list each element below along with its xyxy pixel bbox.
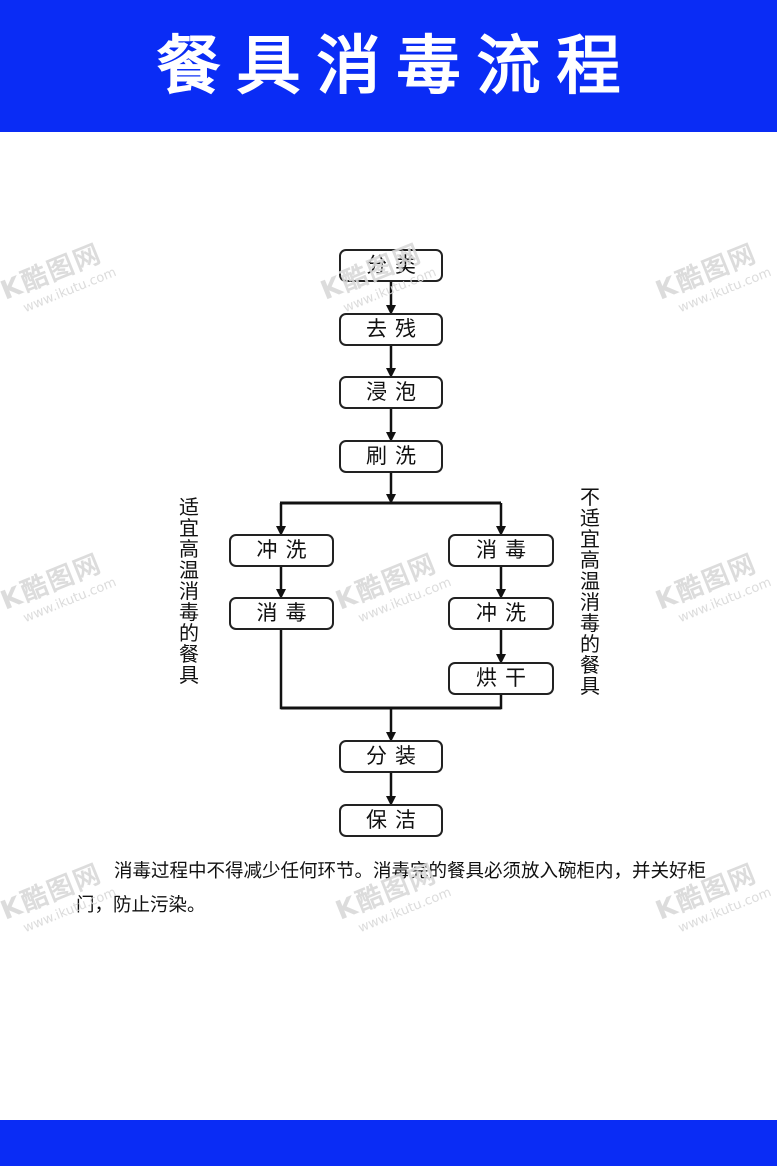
left-step-disinfect: 消毒 [229,597,334,630]
right-step-disinfect: 消毒 [448,534,554,567]
step-scrub: 刷洗 [339,440,443,473]
right-step-rinse: 冲洗 [448,597,554,630]
step-package: 分装 [339,740,443,773]
step-sort: 分类 [339,249,443,282]
footer-bar [0,1120,777,1166]
header-bar [0,0,777,132]
right-branch-label: 不适宜高温消毒的餐具 [580,485,600,698]
merge-right [391,694,503,710]
right-step-dry: 烘干 [448,662,554,695]
left-step-rinse: 冲洗 [229,534,334,567]
step-keep-clean: 保洁 [339,804,443,837]
page-title: 餐具消毒流程 [156,30,637,104]
instruction-note: 消毒过程中不得减少任何环节。消毒完的餐具必须放入碗柜内，并关好柜门，防止污染。 [76,861,707,916]
step-remove-residue: 去残 [339,313,443,346]
step-soak: 浸泡 [339,376,443,409]
merge-left [279,630,391,710]
left-branch-label: 适宜高温消毒的餐具 [179,495,199,687]
